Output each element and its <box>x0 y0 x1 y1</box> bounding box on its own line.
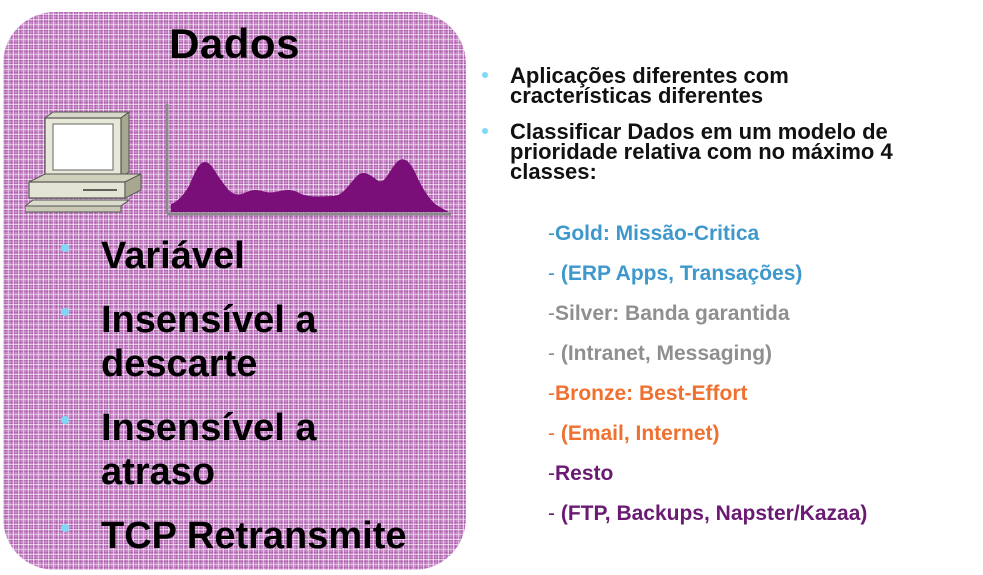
class-item-gold-apps: - (ERP Apps, Transações) <box>548 262 803 285</box>
bullet-dot <box>61 524 69 532</box>
class-item-bronze-apps: - (Email, Internet) <box>548 422 720 445</box>
card-bullet: TCP Retransmite <box>61 514 407 558</box>
class-item-resto-apps: - (FTP, Backups, Napster/Kazaa) <box>548 502 868 525</box>
computer-icon <box>25 111 142 213</box>
bullet-dot <box>482 72 488 78</box>
bullet-dot <box>61 416 69 424</box>
traffic-area <box>171 159 449 212</box>
bursty-traffic-graph <box>165 104 451 216</box>
right-bullet: Classificar Dados em um modelo de priori… <box>482 121 977 183</box>
bullet-dot <box>482 128 488 134</box>
right-text-column: Aplicações diferentes com cracterísticas… <box>482 65 977 198</box>
class-item-silver: -Silver: Banda garantida <box>548 302 790 325</box>
data-traffic-card: Dados Variável Insensível a <box>3 12 466 570</box>
bullet-dot <box>61 308 69 316</box>
class-item-resto: -Resto <box>548 462 614 485</box>
bullet-dot <box>61 244 69 252</box>
right-bullet: Aplicações diferentes com cracterísticas… <box>482 65 977 107</box>
priority-class-list: -Gold: Missão-Critica - (ERP Apps, Trans… <box>548 214 867 534</box>
card-title: Dados <box>169 20 300 67</box>
class-item-bronze: -Bronze: Best-Effort <box>548 382 748 405</box>
class-item-gold: -Gold: Missão-Critica <box>548 222 760 245</box>
card-bullet: Variável <box>61 234 407 278</box>
class-item-silver-apps: - (Intranet, Messaging) <box>548 342 773 365</box>
